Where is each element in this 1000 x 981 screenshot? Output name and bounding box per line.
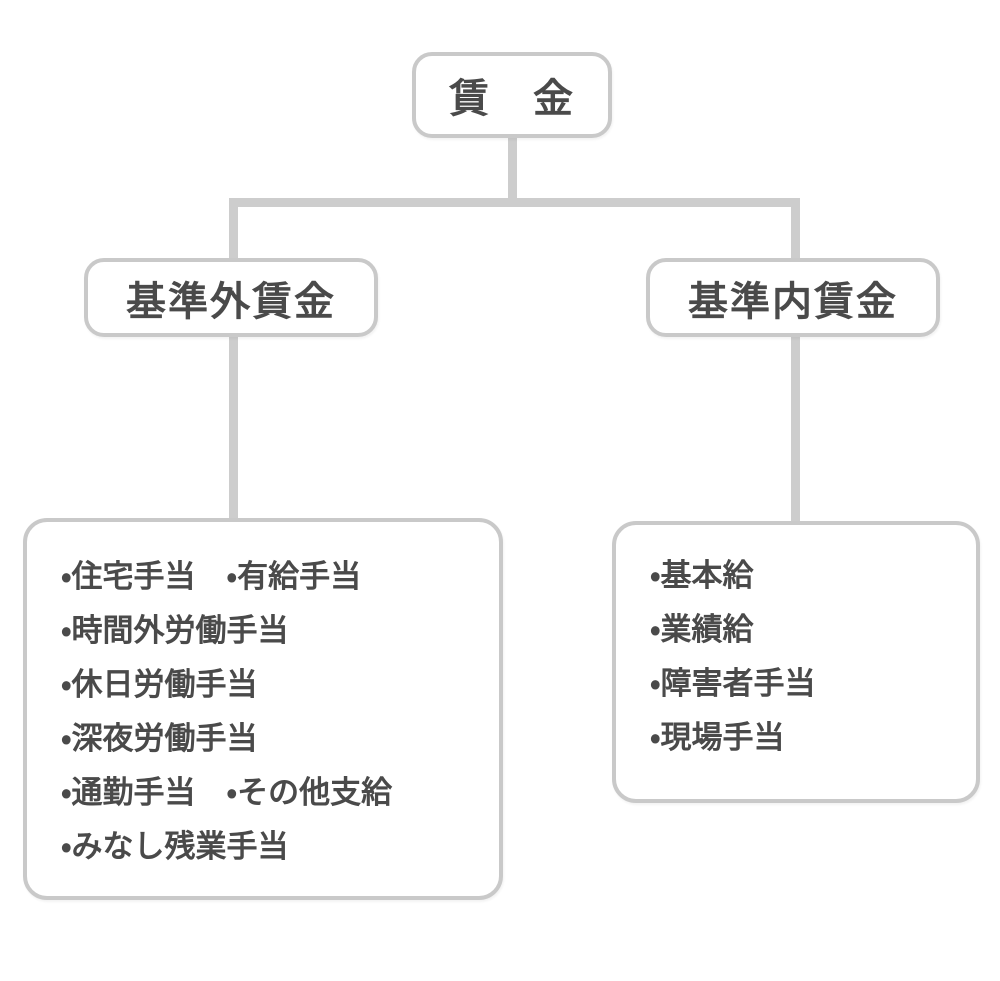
list-item: ・みなし残業手当 [61, 829, 289, 864]
list-item: ・深夜労働手当 [61, 721, 258, 756]
node-wages-root: 賃 金 [412, 52, 612, 138]
non-standard-wages-list: ・住宅手当 ・有給手当 ・時間外労働手当 ・休日労働手当 ・深夜労働手当 ・通勤… [61, 550, 479, 874]
list-item: ・休日労働手当 [61, 667, 258, 702]
list-item: ・時間外労働手当 [61, 613, 289, 648]
connector-right-branch-lower [791, 335, 800, 525]
leaf-box-non-standard-wages: ・住宅手当 ・有給手当 ・時間外労働手当 ・休日労働手当 ・深夜労働手当 ・通勤… [23, 518, 503, 900]
node-standard-wages: 基準内賃金 [646, 258, 940, 337]
connector-right-branch-upper [791, 198, 800, 262]
leaf-box-standard-wages: ・基本給 ・業績給 ・障害者手当 ・現場手当 [612, 521, 980, 803]
list-item: ・通勤手当 ・その他支給 [61, 775, 393, 810]
connector-root-vertical [508, 134, 517, 204]
node-wages-root-label: 賃 金 [449, 77, 575, 121]
list-item: ・基本給 [650, 558, 754, 593]
list-item: ・住宅手当 ・有給手当 [61, 559, 362, 594]
connector-left-branch-lower [229, 335, 238, 522]
connector-horizontal-main [229, 198, 800, 207]
node-standard-wages-label: 基準内賃金 [688, 279, 898, 324]
list-item: ・障害者手当 [650, 666, 816, 701]
node-non-standard-wages-label: 基準外賃金 [126, 279, 336, 324]
list-item: ・業績給 [650, 612, 754, 647]
standard-wages-list: ・基本給 ・業績給 ・障害者手当 ・現場手当 [650, 549, 956, 765]
list-item: ・現場手当 [650, 720, 785, 755]
node-non-standard-wages: 基準外賃金 [84, 258, 378, 337]
connector-left-branch-upper [229, 198, 238, 262]
